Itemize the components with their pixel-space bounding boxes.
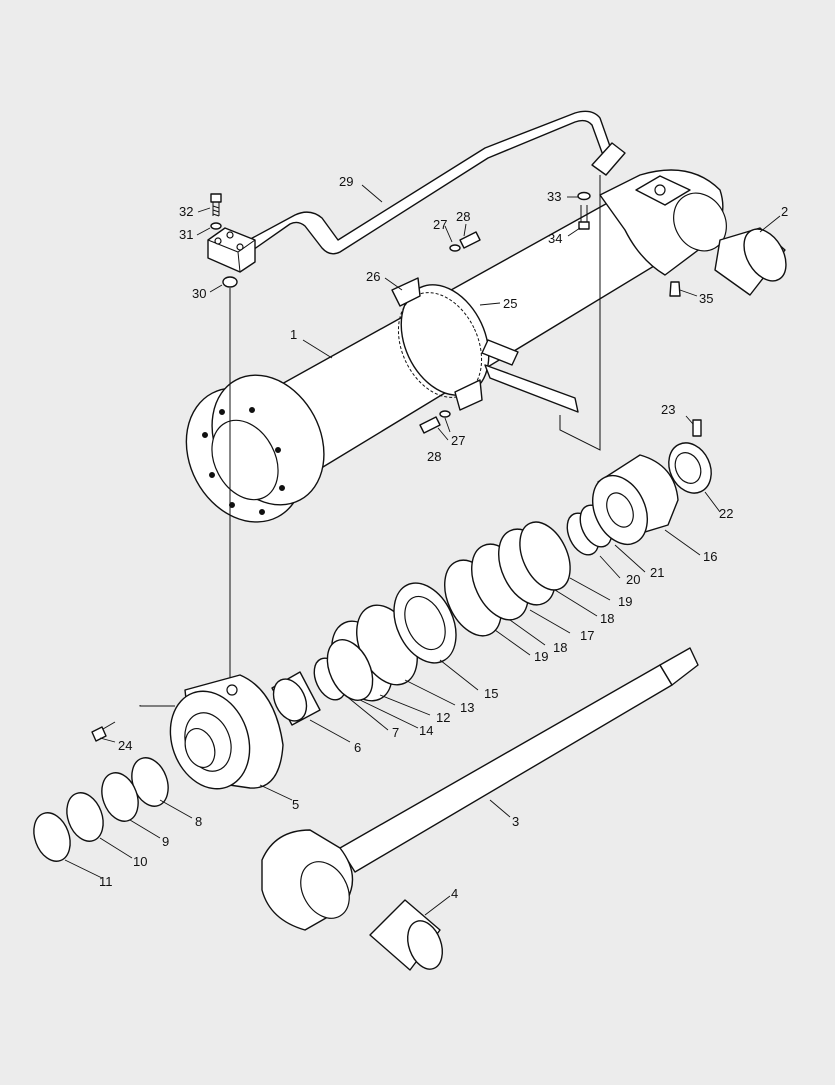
washer-33 — [577, 191, 591, 201]
bushing-6 — [271, 671, 321, 726]
cylinder-head-5 — [169, 674, 284, 790]
callout-18-lower: 18 — [553, 640, 567, 655]
callout-12: 12 — [436, 710, 450, 725]
callout-19-lower: 19 — [534, 649, 548, 664]
callout-24: 24 — [118, 738, 132, 753]
callout-6: 6 — [354, 740, 361, 755]
callout-25: 25 — [503, 296, 517, 311]
callout-32: 32 — [179, 204, 193, 219]
leader-lines — [64, 184, 781, 916]
callout-28-bottom: 28 — [427, 449, 441, 464]
callout-19-upper: 19 — [618, 594, 632, 609]
callout-16: 16 — [703, 549, 717, 564]
callout-34: 34 — [548, 231, 562, 246]
o-ring-30 — [222, 276, 238, 288]
callout-28-top: 28 — [456, 209, 470, 224]
callout-20: 20 — [626, 572, 640, 587]
callout-14: 14 — [419, 723, 433, 738]
fitting-35 — [669, 281, 681, 297]
callout-15: 15 — [484, 686, 498, 701]
callout-2: 2 — [781, 204, 788, 219]
callout-11: 11 — [99, 874, 113, 889]
callouts: 1 2 3 4 5 6 7 8 9 10 11 12 13 14 15 16 1… — [99, 174, 788, 901]
washer-31 — [210, 222, 222, 230]
bolt-24 — [91, 721, 116, 742]
bolt-32 — [210, 193, 222, 217]
seal-10 — [66, 792, 104, 842]
bolt-28-top — [449, 231, 481, 252]
piston-16 — [592, 454, 679, 545]
callout-29: 29 — [339, 174, 353, 189]
callout-5: 5 — [292, 797, 299, 812]
bushing-4 — [369, 899, 443, 971]
clamp-25 — [391, 277, 579, 413]
hydraulic-pipe — [207, 110, 626, 273]
ring-14 — [326, 639, 374, 701]
callout-10: 10 — [133, 854, 147, 869]
callout-1: 1 — [290, 327, 297, 342]
bolt-34 — [578, 205, 590, 230]
callout-31: 31 — [179, 227, 193, 242]
callout-17: 17 — [580, 628, 594, 643]
callout-13: 13 — [460, 700, 474, 715]
bolt-28-bottom — [419, 410, 451, 434]
callout-4: 4 — [451, 886, 458, 901]
callout-30: 30 — [192, 286, 206, 301]
callout-9: 9 — [162, 834, 169, 849]
callout-33: 33 — [547, 189, 561, 204]
callout-8: 8 — [195, 814, 202, 829]
callout-21: 21 — [650, 565, 664, 580]
callout-27-bottom: 27 — [451, 433, 465, 448]
callout-18-upper: 18 — [600, 611, 614, 626]
seal-9 — [101, 772, 139, 822]
callout-26: 26 — [366, 269, 380, 284]
seal-11 — [33, 812, 71, 862]
callout-3: 3 — [512, 814, 519, 829]
callout-35: 35 — [699, 291, 713, 306]
piston-rod-3 — [261, 647, 699, 931]
callout-7: 7 — [392, 725, 399, 740]
guide-line-right — [559, 175, 601, 451]
screw-23 — [692, 419, 702, 437]
bushing-2 — [714, 227, 787, 296]
ring-18b — [519, 521, 571, 591]
callout-22: 22 — [719, 506, 733, 521]
callout-27-top: 27 — [433, 217, 447, 232]
callout-23: 23 — [661, 402, 675, 417]
